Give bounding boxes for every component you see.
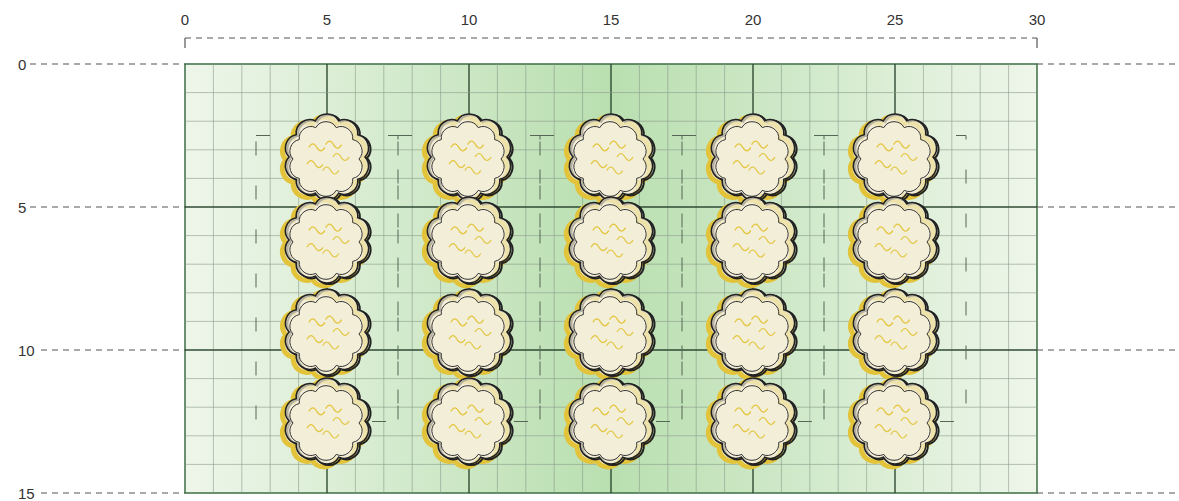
tree-symbol (424, 114, 512, 203)
tree-symbol (850, 114, 938, 203)
tree-symbol (850, 378, 938, 467)
tree-symbol (566, 289, 654, 378)
tree-symbol (850, 197, 938, 286)
grid-line (838, 64, 839, 493)
grid-line (270, 64, 271, 493)
tree-symbol (424, 289, 512, 378)
tree-symbol (566, 197, 654, 286)
tree-symbol (708, 378, 796, 467)
axis-label: 30 (1027, 11, 1048, 28)
grid-line (241, 64, 242, 493)
grid-line (185, 92, 1037, 93)
grid-line (554, 64, 555, 493)
grid-line (383, 64, 384, 493)
tree-symbol (566, 114, 654, 203)
tree-symbol (708, 197, 796, 286)
tree-symbol (282, 197, 370, 286)
tree-symbol (850, 289, 938, 378)
grid-line (980, 64, 981, 493)
tree-symbol (566, 378, 654, 467)
trees (282, 114, 938, 467)
grid-line (667, 64, 668, 493)
grid-line (951, 64, 952, 493)
tree-symbol (282, 378, 370, 467)
tree-symbol (424, 197, 512, 286)
tree-symbol (708, 114, 796, 203)
grid-line (1008, 64, 1009, 493)
grid-line (809, 64, 810, 493)
tree-symbol (282, 114, 370, 203)
axis-label: 5 (321, 11, 333, 28)
grid-line (412, 64, 413, 493)
dimension-lines (30, 38, 1179, 493)
tree-symbol (282, 289, 370, 378)
tree-symbol (424, 378, 512, 467)
axis-label: 0 (16, 56, 28, 73)
axis-label: 10 (16, 342, 37, 359)
axis-label: 15 (601, 11, 622, 28)
axis-label: 25 (885, 11, 906, 28)
axis-label: 10 (459, 11, 480, 28)
axis-label: 15 (16, 485, 37, 501)
axis-label: 20 (743, 11, 764, 28)
axis-label: 0 (179, 11, 191, 28)
grid-line (213, 64, 214, 493)
axis-label: 5 (16, 199, 28, 216)
grid-line (525, 64, 526, 493)
grid (185, 64, 1037, 493)
grid-line (696, 64, 697, 493)
tree-symbol (708, 289, 796, 378)
lawn-area (185, 64, 1037, 493)
